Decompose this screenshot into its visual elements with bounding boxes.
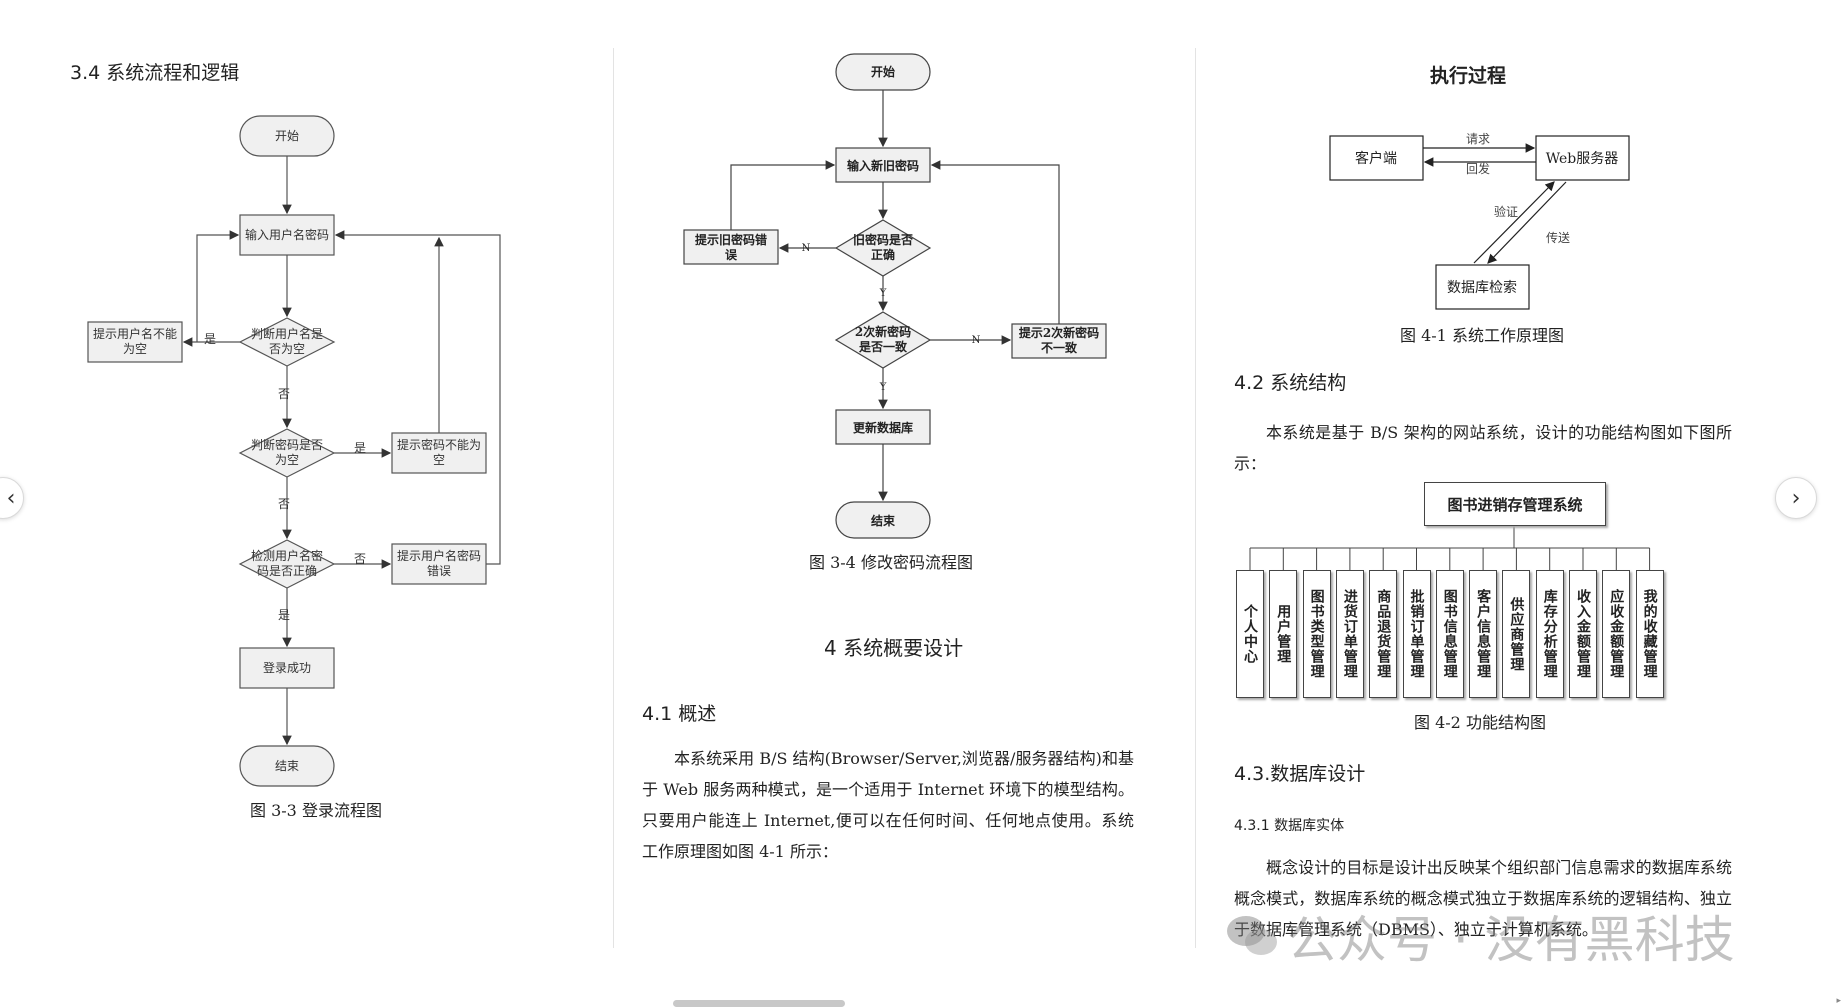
page-divider — [1195, 48, 1196, 948]
function-structure-diagram: 图书进销存管理系统 个人中心用户管理图书类型管理进货订单管理商品退货管理批销订单… — [1234, 482, 1739, 704]
label-no-1: 否 — [278, 387, 290, 401]
figure-caption-2: 图 4-2 功能结构图 — [1414, 713, 1546, 732]
tree-module-1: 个人中心 — [1236, 570, 1264, 698]
chapter-title: 4 系统概要设计 — [824, 636, 964, 660]
label-yes-1: 是 — [204, 332, 216, 346]
node-web-server: Web服务器 — [1546, 151, 1619, 167]
node-db-search: 数据库检索 — [1447, 279, 1517, 296]
tree-module-10: 库存分析管理 — [1535, 570, 1564, 698]
label-yes-3: 是 — [278, 608, 290, 622]
node-check-user-l2: 否为空 — [269, 342, 305, 356]
tree-module-11: 收入金额管理 — [1569, 570, 1597, 698]
label-yes-2: 是 — [354, 441, 366, 455]
subsection-title: 4.3.1 数据库实体 — [1234, 818, 1345, 834]
label-y-1: Y — [879, 288, 887, 299]
node-verify-l1: 检测用户名密 — [251, 548, 323, 563]
label-y-2: Y — [879, 382, 887, 393]
node-check-pwd-l2: 为空 — [275, 453, 299, 467]
page-1: 3.4 系统流程和逻辑 — [0, 0, 612, 955]
page-2: 开始 输入新旧密码 旧密码是否 正确 提示旧密码错 误 2次新密码 是否一致 提… — [614, 0, 1194, 955]
next-page-button[interactable]: › — [1775, 477, 1817, 519]
tree-module-7: 图书信息管理 — [1435, 570, 1464, 698]
node-input: 输入用户名密码 — [245, 227, 329, 242]
figure-caption-1: 图 4-1 系统工作原理图 — [1400, 326, 1564, 345]
page-divider — [613, 48, 614, 948]
tree-module-12: 应收金额管理 — [1602, 570, 1631, 698]
tree-module-2: 用户管理 — [1269, 570, 1298, 698]
node-wrong-l2: 错误 — [427, 564, 451, 578]
node-user-empty-l1: 提示用户名不能 — [93, 326, 177, 341]
tree-root: 图书进销存管理系统 — [1424, 482, 1606, 526]
node-old-wrong-l1: 提示旧密码错 — [695, 232, 767, 247]
label-n-1: N — [802, 243, 811, 254]
tree-module-4: 进货订单管理 — [1335, 570, 1364, 698]
tree-module-6: 批销订单管理 — [1402, 570, 1431, 698]
label-no-3: 否 — [354, 552, 366, 566]
node-start: 开始 — [871, 64, 895, 79]
node-end: 结束 — [275, 759, 299, 773]
tree-module-5: 商品退货管理 — [1369, 570, 1398, 698]
node-start: 开始 — [275, 129, 299, 143]
node-old-wrong-l2: 误 — [725, 248, 738, 262]
node-verify-l2: 码是否正确 — [257, 564, 317, 578]
node-check-pwd-l1: 判断密码是否 — [251, 437, 323, 452]
node-wrong-l1: 提示用户名密码 — [397, 548, 481, 563]
label-send: 传送 — [1546, 230, 1570, 245]
page-3: 执行过程 客户端 Web服务器 数据库检索 请求 回发 验证 传送 图 4-1 … — [1196, 0, 1843, 955]
architecture-diagram: 执行过程 客户端 Web服务器 数据库检索 请求 回发 验证 传送 — [1329, 64, 1630, 310]
login-flowchart: 开始 输入用户名密码 判断用户名是 否为空 提示用户名不能 为空 判断密码是否 … — [87, 115, 501, 787]
overview-paragraph: 本系统采用 B/S 结构(Browser/Server,浏览器/服务器结构)和基… — [642, 749, 1134, 861]
node-new-check-l1: 2次新密码 — [855, 324, 911, 339]
node-pwd-empty-l1: 提示密码不能为 — [397, 437, 481, 452]
node-client: 客户端 — [1355, 150, 1397, 167]
figure-caption: 图 3-3 登录流程图 — [250, 801, 382, 820]
section-title: 4.2 系统结构 — [1234, 372, 1347, 394]
label-request: 请求 — [1466, 132, 1490, 146]
chevron-left-icon: ‹ — [6, 485, 16, 511]
change-password-flowchart: 开始 输入新旧密码 旧密码是否 正确 提示旧密码错 误 2次新密码 是否一致 提… — [683, 53, 1107, 539]
label-reply: 回发 — [1466, 161, 1490, 176]
diagram-title: 执行过程 — [1430, 64, 1506, 87]
chevron-right-icon: › — [1791, 485, 1801, 511]
tree-module-8: 客户信息管理 — [1469, 570, 1498, 698]
section-title: 3.4 系统流程和逻辑 — [70, 62, 240, 84]
node-success: 登录成功 — [263, 660, 311, 675]
label-n-2: N — [972, 335, 981, 346]
watermark-text: 公众号 · 没有黑科技 — [1287, 911, 1735, 969]
node-check-user-l1: 判断用户名是 — [251, 326, 323, 341]
horizontal-scrollbar[interactable] — [673, 1000, 845, 1007]
structure-paragraph: 本系统是基于 B/S 架构的网站系统，设计的功能结构图如下图所示： — [1234, 423, 1732, 473]
label-verify: 验证 — [1494, 204, 1518, 219]
wechat-icon — [1227, 916, 1277, 955]
section-title-db: 4.3.数据库设计 — [1234, 763, 1366, 785]
node-user-empty-l2: 为空 — [123, 342, 147, 356]
node-mismatch-l2: 不一致 — [1041, 340, 1078, 355]
node-old-check-l1: 旧密码是否 — [853, 232, 913, 247]
tree-module-13: 我的收藏管理 — [1635, 570, 1664, 698]
node-old-check-l2: 正确 — [871, 247, 895, 262]
figure-caption: 图 3-4 修改密码流程图 — [809, 553, 973, 572]
node-pwd-empty-l2: 空 — [433, 453, 445, 467]
node-end: 结束 — [871, 513, 896, 528]
tree-module-9: 供应商管理 — [1502, 570, 1531, 698]
node-new-check-l2: 是否一致 — [858, 339, 908, 354]
section-title: 4.1 概述 — [642, 703, 717, 725]
node-mismatch-l1: 提示2次新密码 — [1019, 325, 1099, 340]
node-input: 输入新旧密码 — [847, 158, 919, 173]
scroll-right-icon[interactable]: ▸ — [1836, 996, 1841, 1006]
db-entity-paragraph: 概念设计的目标是设计出反映某个组织部门信息需求的数据库系统概念模式，数据库系统的… — [1234, 858, 1732, 939]
label-no-2: 否 — [278, 497, 290, 511]
tree-module-3: 图书类型管理 — [1302, 570, 1331, 698]
watermark: 公众号 · 没有黑科技 — [1225, 900, 1735, 972]
node-update: 更新数据库 — [853, 420, 913, 435]
